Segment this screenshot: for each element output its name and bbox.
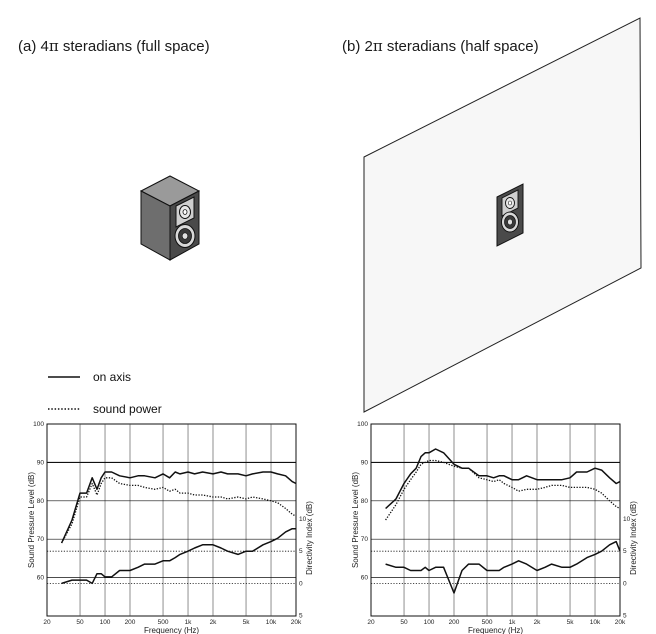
panel-b-title-suffix: steradians (half space): [382, 38, 539, 55]
legend: on axis sound power: [48, 370, 162, 416]
y-tick-label: 90: [37, 459, 45, 466]
plot-frame: [370, 423, 621, 617]
panel-b-title: (b) 2π steradians (half space): [342, 37, 539, 55]
di-tick-label: 5: [623, 548, 627, 555]
y-tick-label: 90: [361, 459, 369, 466]
x-tick-label: 20: [43, 619, 51, 626]
di-series-line: [61, 527, 296, 585]
speaker-b-woofer-cap: [507, 218, 513, 226]
di-tick-label: 10: [299, 516, 307, 523]
di-tick-label: 5: [299, 548, 303, 555]
x-tick-label: 10k: [590, 619, 601, 626]
y-axis-title: Sound Pressure Level (dB): [27, 472, 36, 568]
x-axis-title: Frequency (Hz): [468, 626, 523, 634]
x-tick-label: 500: [158, 619, 169, 626]
legend-on-axis-label: on axis: [93, 370, 131, 384]
panel-a-title-pi: π: [48, 37, 59, 55]
x-tick-label: 500: [482, 619, 493, 626]
di-axis-title: Directivity Index (dB): [629, 501, 638, 575]
di-tick-label: 5: [299, 613, 303, 620]
panel-b-title-prefix: (b) 2: [342, 38, 373, 55]
y-tick-label: 70: [361, 536, 369, 543]
x-tick-label: 1k: [509, 619, 517, 626]
x-tick-label: 20k: [291, 619, 302, 626]
x-tick-label: 50: [76, 619, 84, 626]
legend-sound-power-label: sound power: [93, 402, 162, 416]
y-tick-label: 70: [37, 536, 45, 543]
x-tick-label: 100: [424, 619, 435, 626]
sound-power-series-line: [385, 459, 621, 521]
di-tick-label: 0: [623, 580, 627, 587]
x-axis-title: Frequency (Hz): [144, 626, 199, 634]
panel-a-title: (a) 4π steradians (full space): [18, 37, 210, 55]
x-tick-label: 5k: [567, 619, 575, 626]
di-axis-title: Directivity Index (dB): [305, 501, 314, 575]
x-tick-label: 2k: [210, 619, 218, 626]
di-tick-label: 10: [623, 516, 631, 523]
x-tick-label: 200: [125, 619, 136, 626]
speaker-full-space: [139, 175, 201, 261]
on-axis-series-line: [60, 471, 297, 544]
speaker-a-tweeter-dome: [182, 209, 188, 215]
x-tick-label: 50: [400, 619, 408, 626]
y-tick-label: 100: [33, 421, 44, 428]
di-series-line: [385, 540, 621, 594]
panel-a-title-prefix: (a) 4: [18, 38, 49, 55]
x-tick-label: 5k: [243, 619, 251, 626]
y-tick-label: 80: [361, 498, 369, 505]
x-tick-label: 100: [100, 619, 111, 626]
x-tick-label: 200: [449, 619, 460, 626]
y-axis-title: Sound Pressure Level (dB): [351, 472, 360, 568]
speaker-a-woofer-cap: [181, 232, 189, 240]
di-tick-label: 5: [623, 613, 627, 620]
on-axis-series-line: [385, 448, 621, 510]
x-tick-label: 20k: [615, 619, 626, 626]
panel-b-title-pi: π: [372, 37, 383, 55]
x-tick-label: 10k: [266, 619, 277, 626]
x-tick-label: 20: [367, 619, 375, 626]
x-tick-label: 2k: [534, 619, 542, 626]
y-tick-label: 80: [37, 498, 45, 505]
y-tick-label: 100: [357, 421, 368, 428]
y-tick-label: 60: [361, 575, 369, 582]
plot-frame: [46, 423, 297, 617]
speaker-b-tweeter-dome: [507, 200, 512, 206]
panel-a-title-suffix: steradians (full space): [58, 38, 210, 55]
sound-power-series-line: [61, 477, 297, 544]
y-tick-label: 60: [37, 575, 45, 582]
speaker-half-space: [496, 183, 524, 247]
di-tick-label: 0: [299, 580, 303, 587]
x-tick-label: 1k: [185, 619, 193, 626]
